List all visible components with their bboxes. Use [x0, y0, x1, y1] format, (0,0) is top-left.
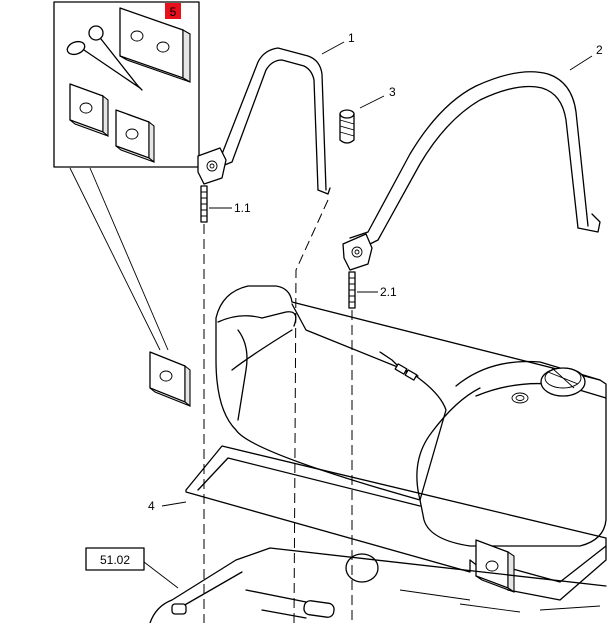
ref-box-frame: [85, 547, 145, 571]
callout-stud-1[interactable]: 1.1: [234, 201, 251, 215]
callout-mat[interactable]: 4: [148, 499, 155, 513]
callout-ref-box[interactable]: 51.02: [100, 553, 130, 567]
stud-1-1: [200, 185, 208, 223]
scissors-icon: [66, 25, 143, 91]
callout-strap-1[interactable]: 1: [348, 31, 355, 45]
callout-stud-2[interactable]: 2.1: [380, 285, 397, 299]
strap-2: [342, 71, 601, 271]
fuel-tank: [215, 285, 607, 547]
kit-callout-badge: [165, 3, 181, 19]
callout-kit[interactable]: 5: [170, 5, 177, 19]
callout-strap-2[interactable]: 2: [596, 43, 603, 57]
bolt-3: [339, 109, 355, 144]
foam-pad-icon: [69, 83, 109, 138]
stud-2-1: [348, 271, 356, 309]
kit-inset: 5: [53, 1, 200, 168]
foam-pad-icon: [149, 351, 191, 408]
foam-pad-icon: [119, 7, 191, 83]
foam-pad-icon: [115, 109, 155, 164]
foam-pad-icon: [475, 539, 515, 594]
strap-1: [197, 47, 331, 195]
filler-cap: [540, 367, 586, 397]
callout-bolt[interactable]: 3: [389, 85, 396, 99]
frame: [149, 547, 607, 623]
